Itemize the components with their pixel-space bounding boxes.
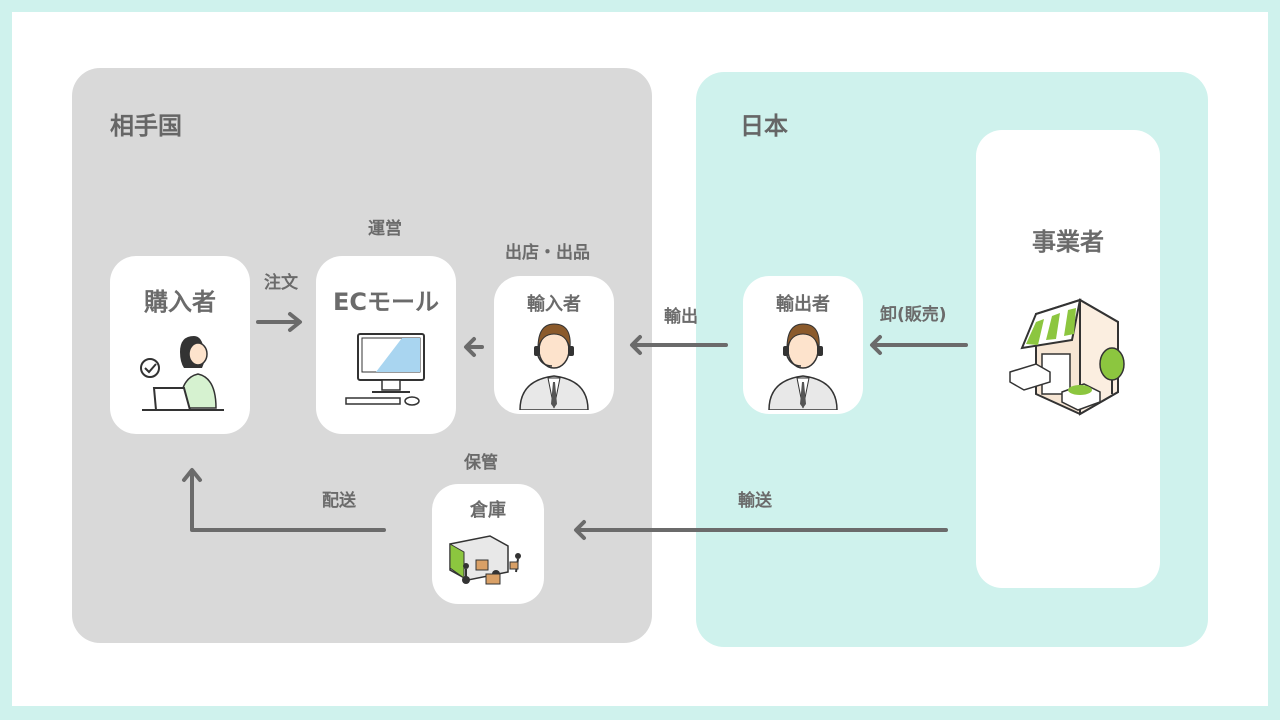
delivery-arrow xyxy=(182,468,386,532)
storefront-icon xyxy=(1009,298,1125,416)
listing-arrow xyxy=(464,337,484,357)
business-label: 事業者 xyxy=(1032,228,1104,256)
importer-card: 輸入者 xyxy=(494,276,614,414)
operator-headset-icon xyxy=(519,323,589,410)
flow-arrows xyxy=(182,312,968,540)
ec-mall-card: ECモール xyxy=(316,256,456,434)
wholesale-flow-label: 卸(販売) xyxy=(880,305,947,325)
diagram-canvas: 相手国 日本 購入者 ECモール 輸入者 xyxy=(12,12,1268,706)
export-arrow xyxy=(630,335,728,355)
business-card: 事業者 xyxy=(976,130,1160,588)
buyer-card: 購入者 xyxy=(110,256,250,434)
importer-label: 輸入者 xyxy=(527,294,581,315)
exporter-card: 輸出者 xyxy=(743,276,863,414)
exporter-label: 輸出者 xyxy=(776,294,830,315)
foreign-country-title: 相手国 xyxy=(110,112,182,140)
buyer-label: 購入者 xyxy=(144,288,216,316)
warehouse-label: 倉庫 xyxy=(470,500,506,521)
delivery-flow-label: 配送 xyxy=(322,491,356,511)
export-flow-label: 輸出 xyxy=(664,307,698,327)
delivery-truck-icon xyxy=(449,535,521,585)
operator-headset-icon xyxy=(768,323,838,410)
wholesale-arrow xyxy=(870,335,968,355)
desktop-computer-icon xyxy=(345,333,425,406)
order-flow-label: 注文 xyxy=(264,273,298,293)
transport-flow-label: 輸送 xyxy=(738,491,772,511)
warehouse-card: 倉庫 xyxy=(432,484,544,604)
person-laptop-icon xyxy=(140,336,224,411)
storage-flow-label: 保管 xyxy=(464,453,498,473)
transport-arrow xyxy=(574,520,948,540)
operate-flow-label: 運営 xyxy=(368,219,402,239)
ec-mall-label: ECモール xyxy=(332,288,439,316)
order-arrow xyxy=(256,312,302,332)
japan-title: 日本 xyxy=(740,112,788,140)
listing-flow-label: 出店・出品 xyxy=(505,243,590,263)
